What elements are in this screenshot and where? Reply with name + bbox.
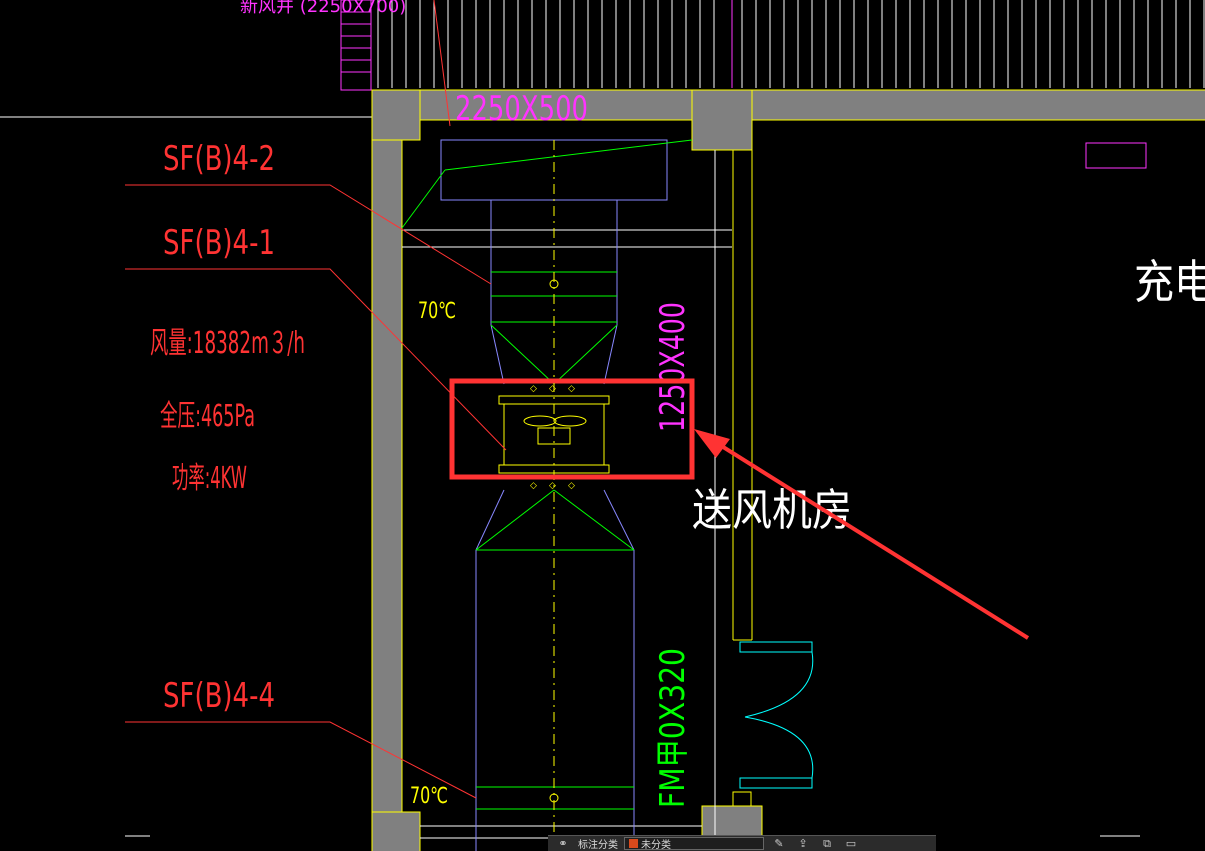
label-power: 功率:4KW xyxy=(172,461,247,496)
label-sf4: SF(B)4-4 xyxy=(163,676,275,716)
label-pressure: 全压:465Pa xyxy=(160,399,255,434)
copy-icon[interactable]: ⧉ xyxy=(823,836,831,850)
color-swatch xyxy=(629,839,638,848)
duct-lower xyxy=(475,489,635,851)
svg-text:◇: ◇ xyxy=(549,384,556,394)
label-duct-top: 2250X500 xyxy=(455,89,588,129)
toolbar-label: 标注分类 xyxy=(578,840,618,851)
label-sf1: SF(B)4-1 xyxy=(163,223,275,263)
svg-text:◇: ◇ xyxy=(568,481,575,491)
label-duct-side: 1250X400 xyxy=(653,302,693,432)
partition-lines xyxy=(402,150,753,851)
highlight-box xyxy=(449,378,695,480)
label-airflow: 风量:18382m３/h xyxy=(150,326,305,361)
arrow-head xyxy=(694,429,730,458)
delete-icon[interactable]: ▭ xyxy=(845,837,857,850)
category-dropdown[interactable]: 未分类 xyxy=(624,837,764,851)
small-equipment-box xyxy=(1085,142,1147,169)
duct-upper xyxy=(490,200,618,385)
ladder-symbol xyxy=(340,0,372,91)
top-wall xyxy=(372,90,1205,120)
door-symbol xyxy=(739,641,814,789)
label-sf2: SF(B)4-2 xyxy=(163,139,275,179)
svg-text:◇: ◇ xyxy=(568,384,575,394)
top-right-column xyxy=(691,89,753,151)
walls xyxy=(371,89,1205,851)
top-left-column xyxy=(371,89,421,141)
highlight-arrow xyxy=(710,438,1030,640)
svg-text:◇: ◇ xyxy=(549,481,556,491)
svg-text:◇: ◇ xyxy=(530,384,537,394)
annotation-toolbar: ⚭ 标注分类 未分类 ✎ ⇪ ⧉ ▭ xyxy=(548,835,936,851)
edit-icon[interactable]: ✎ xyxy=(774,837,784,850)
label-temp-bottom: 70℃ xyxy=(410,784,448,809)
leader-lines xyxy=(125,0,507,799)
binoculars-icon[interactable]: ⚭ xyxy=(558,837,568,850)
label-neighbor-room: 充电 xyxy=(1134,255,1205,309)
top-clipped-label: 新风井 (2250X700) xyxy=(240,0,406,17)
label-door: FM甲0X320 xyxy=(653,648,693,808)
label-temp-top: 70℃ xyxy=(418,299,456,324)
svg-text:◇: ◇ xyxy=(530,481,537,491)
louver-hatch xyxy=(377,0,1205,88)
left-wall xyxy=(372,140,402,851)
upload-icon[interactable]: ⇪ xyxy=(798,837,808,850)
bottom-left-column xyxy=(371,811,421,851)
category-dropdown-value: 未分类 xyxy=(641,840,671,851)
